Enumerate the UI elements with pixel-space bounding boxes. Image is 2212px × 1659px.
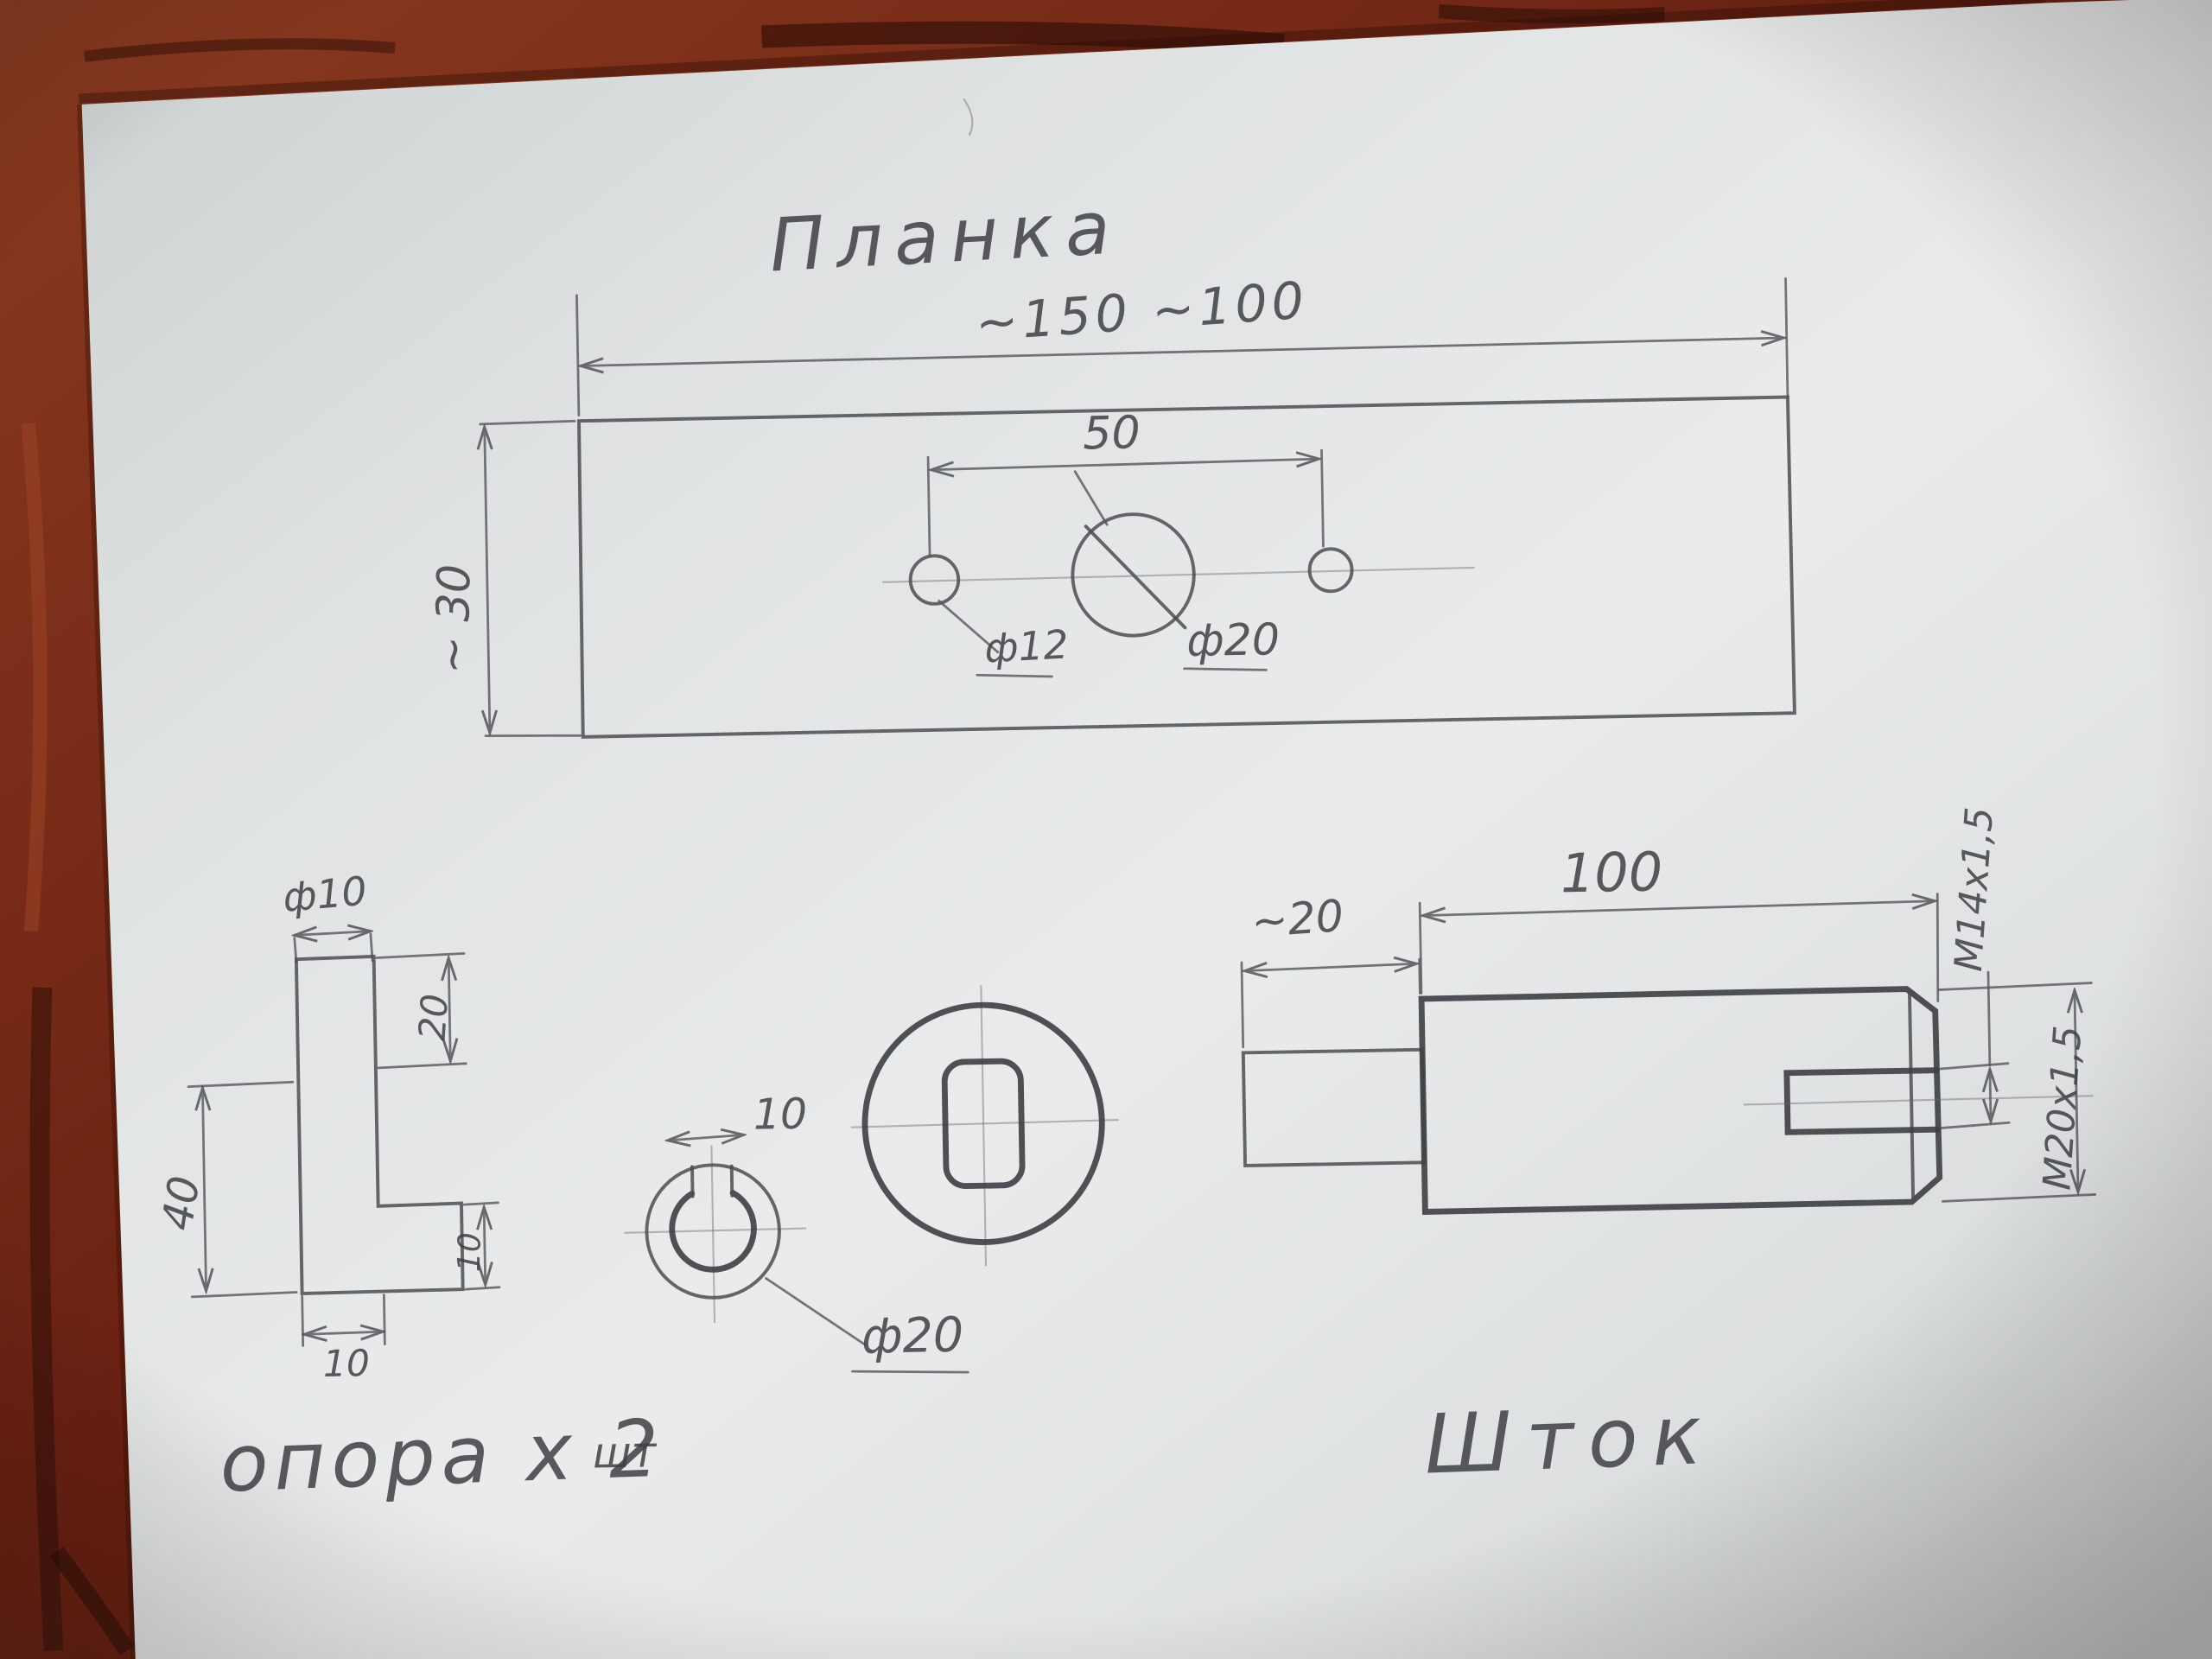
photo-vignette — [0, 0, 2212, 1659]
drawing-canvas: Планка ~150 ~100 ~ 30 — [0, 0, 2212, 1659]
photo-of-hand-drawn-blueprint: Планка ~150 ~100 ~ 30 — [0, 0, 2212, 1659]
